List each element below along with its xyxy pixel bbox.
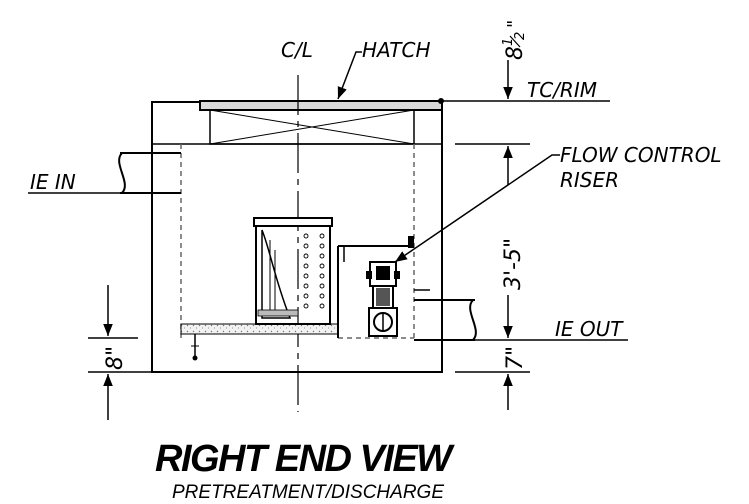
svg-text:1: 1 xyxy=(501,38,516,46)
cartridge-perforation xyxy=(319,243,325,249)
tc-rim-label: TC/RIM xyxy=(527,78,597,102)
cartridge-perforation xyxy=(303,253,309,259)
flow-control-label-line1: FLOW CONTROL xyxy=(560,143,722,167)
cartridge-perforation xyxy=(303,273,309,279)
cartridge-perforation xyxy=(319,233,325,239)
inlet-pipe xyxy=(118,152,181,194)
hatch-label: HATCH xyxy=(362,38,431,62)
cartridge-perforation xyxy=(303,303,309,309)
cartridge-perforation xyxy=(303,233,309,239)
centerline-label: C/L xyxy=(281,38,313,62)
hatch-leader xyxy=(337,51,362,100)
svg-text:8: 8 xyxy=(503,46,528,60)
cartridge-perforation xyxy=(319,303,325,309)
cartridge-perforation xyxy=(319,253,325,259)
cartridge-perforation xyxy=(319,293,325,299)
cartridge-perforation xyxy=(303,263,309,269)
hatch-lid xyxy=(199,100,443,111)
cartridge-perforation xyxy=(303,293,309,299)
cartridge-perforation xyxy=(303,283,309,289)
filter-cartridge xyxy=(253,217,333,325)
flow-control-riser xyxy=(337,236,414,338)
outlet-pipe xyxy=(414,289,477,341)
drain-valve xyxy=(191,334,199,361)
title-main: RIGHT END VIEW xyxy=(155,438,455,480)
svg-text:": " xyxy=(504,20,525,28)
dim-bottom-left-label: 8" xyxy=(103,346,128,370)
ie-out-label: IE OUT xyxy=(555,317,624,341)
dim-height-label: 3'-5" xyxy=(501,238,526,290)
dim-top-label: 8 1 2 " xyxy=(501,20,528,60)
flow-control-label-line2: RISER xyxy=(560,168,619,192)
title-sub: PRETREATMENT/DISCHARGE xyxy=(172,482,444,503)
media-bed xyxy=(180,323,339,335)
hatch-frame xyxy=(209,109,415,145)
dim-bottom-right-label: 7" xyxy=(503,346,528,370)
flow-control-leader xyxy=(394,154,560,263)
cartridge-perforation xyxy=(319,283,325,289)
ie-in-label: IE IN xyxy=(30,170,76,194)
cartridge-perforation xyxy=(319,263,325,269)
svg-text:2: 2 xyxy=(513,32,528,40)
cartridge-perforation xyxy=(303,243,309,249)
cartridge-perforation xyxy=(319,273,325,279)
